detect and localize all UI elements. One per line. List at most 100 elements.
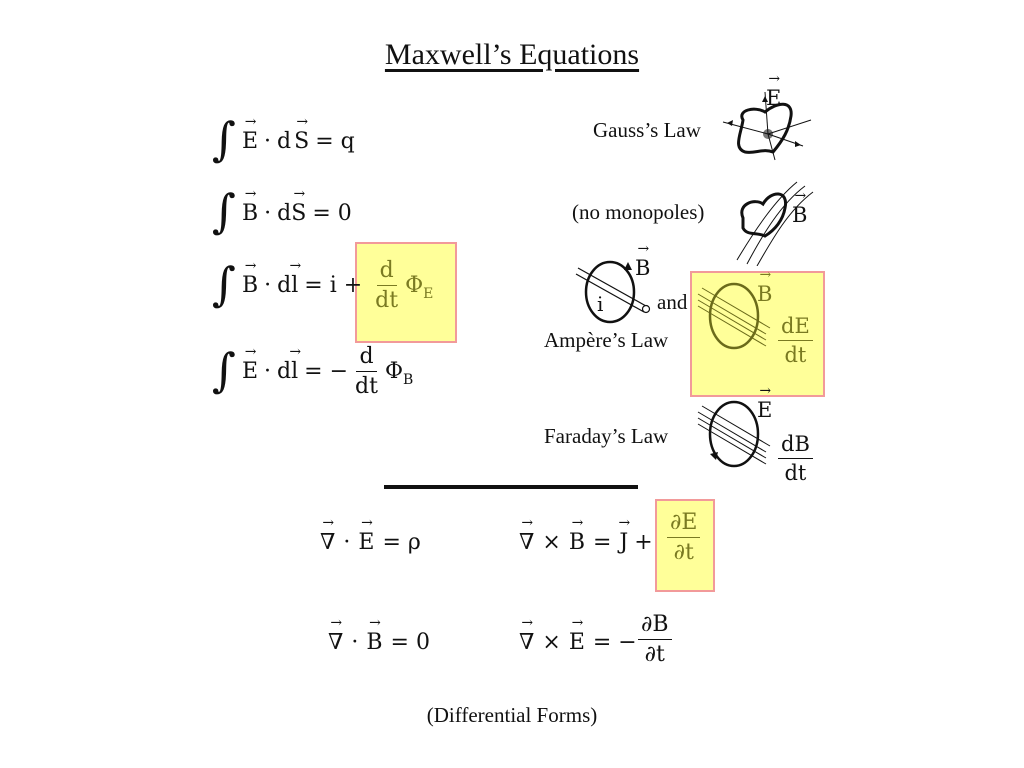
ampere-diagram-b-label: B xyxy=(635,256,650,280)
displacement-diagram-b-label: B xyxy=(757,282,772,306)
closed-surface-outline xyxy=(737,102,793,154)
fraction-denominator: dt xyxy=(784,343,807,368)
vector-symbol: l xyxy=(291,359,298,384)
wire-end xyxy=(641,304,651,314)
section-divider xyxy=(384,485,638,489)
vector-symbol: B xyxy=(635,256,650,280)
nabla-symbol: ∇ xyxy=(328,630,343,655)
fraction: dE dt xyxy=(778,314,813,367)
current-wire xyxy=(575,273,645,313)
current-label: i xyxy=(597,292,604,316)
field-line xyxy=(767,133,776,161)
label-faraday-law: Faraday’s Law xyxy=(544,424,669,448)
equation-rhs: = − xyxy=(304,359,349,385)
de-dt-fraction: dE dt xyxy=(774,314,817,367)
electric-flux: ΦE xyxy=(405,273,433,302)
vector-symbol: B xyxy=(757,282,772,306)
current-density-symbol: J xyxy=(619,530,628,555)
differential-d: d xyxy=(277,200,292,226)
operator: × xyxy=(542,630,561,655)
vector-symbol: l xyxy=(291,273,298,298)
vector-symbol: B xyxy=(569,530,585,555)
nabla-symbol: ∇ xyxy=(519,630,534,655)
equation-curl-b: ∇ × B = J + xyxy=(519,530,653,555)
label-and: and xyxy=(657,290,688,314)
fraction: ∂B ∂t xyxy=(638,612,672,668)
amperian-loop xyxy=(708,282,760,350)
fraction: dB dt xyxy=(778,432,813,485)
equation-gauss-integral: ∫ E · d S = q xyxy=(212,112,355,166)
plus-sign: + xyxy=(634,530,653,555)
fraction-denominator: ∂t xyxy=(644,642,665,668)
fraction-denominator: ∂t xyxy=(673,540,694,566)
vector-symbol: E xyxy=(242,129,258,154)
operator: × xyxy=(542,530,561,555)
vector-symbol: S xyxy=(291,201,306,226)
arrow-head xyxy=(710,452,718,460)
faraday-loop xyxy=(708,400,760,468)
highlight-box-curl-b xyxy=(655,499,715,592)
field-line xyxy=(701,287,771,329)
field-line xyxy=(697,411,767,453)
field-line xyxy=(697,305,767,347)
vector-symbol: E xyxy=(766,86,781,110)
displacement-current-diagram xyxy=(697,282,771,350)
equation-rhs: = 0 xyxy=(312,200,352,226)
partial-b-partial-t: ∂B ∂t xyxy=(634,612,676,668)
equation-rhs: = ρ xyxy=(382,530,421,555)
amperian-loop xyxy=(584,260,636,324)
field-line xyxy=(697,299,767,341)
arrow-head xyxy=(727,120,733,126)
nabla-symbol: ∇ xyxy=(320,530,335,555)
dot-operator: · xyxy=(264,273,272,299)
faraday-diagram-e-label: E xyxy=(757,398,772,422)
equation-rhs: = 0 xyxy=(390,630,430,655)
flux-subscript: E xyxy=(423,286,434,303)
vector-symbol: E xyxy=(242,359,258,384)
integral-sign: ∫ xyxy=(212,112,236,166)
arrow-head xyxy=(795,141,801,147)
fraction-numerator: dB xyxy=(778,432,813,460)
ampere-current-diagram xyxy=(575,260,651,324)
equation-rhs: = q xyxy=(315,128,355,154)
flux-subscript: B xyxy=(403,372,414,389)
vector-symbol: E xyxy=(569,630,585,655)
integral-sign: ∫ xyxy=(212,184,236,238)
gauss-diagram-e-label: E xyxy=(766,86,781,110)
equation-curl-e: ∇ × E = − xyxy=(519,630,643,655)
field-line xyxy=(736,181,798,261)
current-wire xyxy=(577,267,647,307)
equation-rhs: = − xyxy=(592,630,637,655)
fraction-numerator: dE xyxy=(778,314,813,342)
differential-d: d xyxy=(277,273,292,299)
vector-symbol: B xyxy=(366,630,382,655)
flux-symbol: Φ xyxy=(384,359,404,385)
field-line xyxy=(697,417,767,459)
label-differential-forms: (Differential Forms) xyxy=(426,703,598,727)
integral-sign: ∫ xyxy=(212,342,236,397)
nabla-symbol: ∇ xyxy=(519,530,534,555)
vector-symbol: B xyxy=(242,273,258,298)
operator: · xyxy=(351,630,359,655)
dot-operator: · xyxy=(264,128,272,154)
vector-symbol: E xyxy=(358,530,374,555)
field-line xyxy=(701,405,771,447)
equation-div-e: ∇ · E = ρ xyxy=(320,530,421,555)
time-derivative-fraction: d dt xyxy=(372,258,401,314)
vector-symbol: B xyxy=(792,203,807,227)
db-dt-fraction: dB dt xyxy=(774,432,817,485)
equation-rhs: = i + xyxy=(304,273,363,299)
time-derivative-fraction: d dt xyxy=(352,344,381,400)
dot-operator: · xyxy=(264,359,272,385)
monopole-diagram-b-label: B xyxy=(792,203,807,227)
arrow-head xyxy=(624,262,632,270)
fraction-denominator: dt xyxy=(375,288,399,314)
flux-symbol: Φ xyxy=(405,273,424,299)
vector-symbol: B xyxy=(242,201,258,226)
field-line xyxy=(697,293,767,335)
magnetic-flux: ΦB xyxy=(384,359,413,388)
label-ampere-law: Ampère’s Law xyxy=(544,328,669,352)
fraction-denominator: dt xyxy=(784,461,807,486)
vector-symbol: S xyxy=(294,129,309,154)
fraction-numerator: d xyxy=(376,258,397,287)
